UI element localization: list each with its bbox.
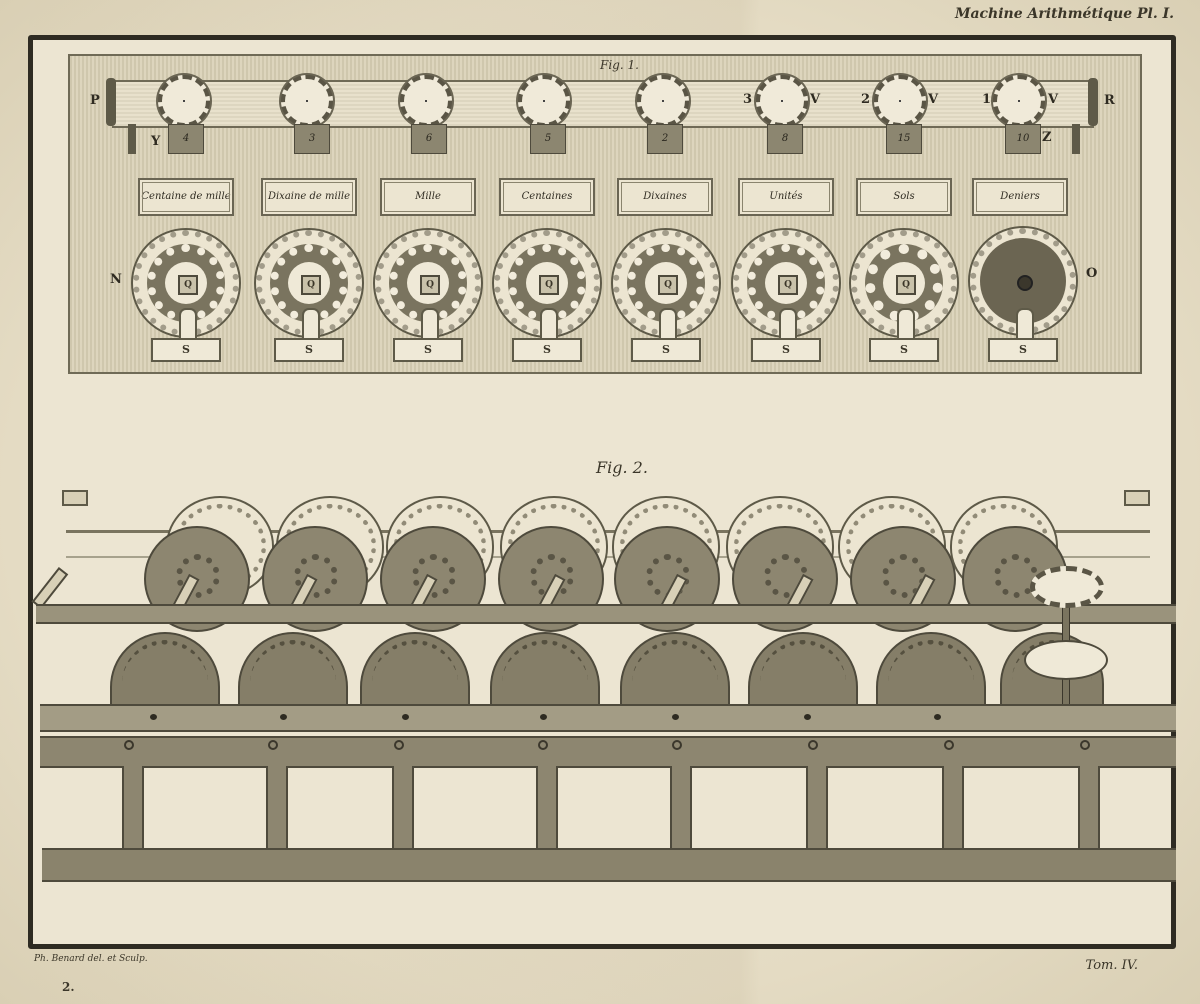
ring-fastener bbox=[944, 740, 954, 750]
bar-post-right bbox=[1072, 124, 1080, 154]
dial-stop-stand: S bbox=[751, 308, 821, 364]
support-leg bbox=[266, 766, 288, 850]
counter-drum-wheel bbox=[874, 75, 926, 127]
dial-stop-stand: S bbox=[151, 308, 221, 364]
counter-drum-wheel bbox=[518, 75, 570, 127]
rivet bbox=[540, 714, 547, 720]
rivet bbox=[150, 714, 157, 720]
counter-drum-wheel bbox=[756, 75, 808, 127]
fig1-label: Fig. 1. bbox=[600, 58, 639, 72]
dial-hub bbox=[1017, 275, 1033, 291]
letter-v: V bbox=[810, 92, 821, 107]
bar-end-cap-right bbox=[1088, 78, 1098, 126]
rod-bracket-right bbox=[1124, 490, 1150, 506]
dial-hub: Q bbox=[301, 275, 321, 295]
carry-mark: 3 bbox=[743, 92, 753, 107]
input-dial[interactable]: Q bbox=[611, 228, 721, 338]
result-window: 15 bbox=[886, 124, 922, 154]
counter-drum-wheel bbox=[158, 75, 210, 127]
rivet bbox=[280, 714, 287, 720]
denomination-plate: Sols bbox=[856, 178, 952, 216]
rivet bbox=[672, 714, 679, 720]
support-leg bbox=[1078, 766, 1100, 850]
dial-stop-stand: S bbox=[512, 308, 582, 364]
result-window: 5 bbox=[530, 124, 566, 154]
base-bottom-beam bbox=[42, 848, 1176, 882]
counter-drum-wheel bbox=[400, 75, 452, 127]
support-leg bbox=[536, 766, 558, 850]
counter-drum-wheel bbox=[281, 75, 333, 127]
plate-number: 2. bbox=[62, 980, 75, 994]
letter-z: Z bbox=[1042, 130, 1052, 145]
letter-o: O bbox=[1086, 266, 1098, 281]
ring-fastener bbox=[394, 740, 404, 750]
dial-hub: Q bbox=[420, 275, 440, 295]
denomination-plate: Centaines bbox=[499, 178, 595, 216]
denomination-plate: Deniers bbox=[972, 178, 1068, 216]
volume-label: Tom. IV. bbox=[1085, 958, 1138, 973]
denomination-plate: Dixaine de mille bbox=[261, 178, 357, 216]
guide-line bbox=[66, 556, 1150, 558]
dial-hub: Q bbox=[778, 275, 798, 295]
result-window: 4 bbox=[168, 124, 204, 154]
letter-v: V bbox=[1048, 92, 1059, 107]
bar-post-left bbox=[128, 124, 136, 154]
ring-fastener bbox=[124, 740, 134, 750]
denomination-plate: Unités bbox=[738, 178, 834, 216]
carry-mark: 2 bbox=[861, 92, 871, 107]
rivet bbox=[402, 714, 409, 720]
result-window: 6 bbox=[411, 124, 447, 154]
dial-hub: Q bbox=[178, 275, 198, 295]
rivet bbox=[804, 714, 811, 720]
base-top-beam bbox=[40, 704, 1176, 732]
denomination-plate: Centaine de mille bbox=[138, 178, 234, 216]
dial-stop-stand: S bbox=[869, 308, 939, 364]
support-leg bbox=[122, 766, 144, 850]
letter-r: R bbox=[1104, 93, 1115, 108]
result-window: 2 bbox=[647, 124, 683, 154]
base-rail bbox=[40, 736, 1176, 768]
counter-drum-wheel bbox=[637, 75, 689, 127]
ring-fastener bbox=[808, 740, 818, 750]
dial-stop-stand: S bbox=[393, 308, 463, 364]
ring-fastener bbox=[672, 740, 682, 750]
dial-stop-stand: S bbox=[631, 308, 701, 364]
rivet bbox=[934, 714, 941, 720]
input-dial-deniers[interactable] bbox=[968, 226, 1078, 336]
ring-fastener bbox=[1080, 740, 1090, 750]
letter-p: P bbox=[90, 93, 100, 108]
dial-hub: Q bbox=[658, 275, 678, 295]
dial-stop-stand: S bbox=[988, 308, 1058, 364]
support-leg bbox=[942, 766, 964, 850]
dial-hub: Q bbox=[539, 275, 559, 295]
bar-end-cap-left bbox=[106, 78, 116, 126]
result-window: 8 bbox=[767, 124, 803, 154]
result-window: 3 bbox=[294, 124, 330, 154]
input-dial[interactable]: Q bbox=[254, 228, 364, 338]
letter-v: V bbox=[928, 92, 939, 107]
flat-disc bbox=[1024, 640, 1108, 680]
ring-fastener bbox=[538, 740, 548, 750]
letter-n: N bbox=[110, 272, 122, 287]
plate-header-title: Machine Arithmétique Pl. I. bbox=[954, 6, 1174, 22]
dial-stop-stand: S bbox=[274, 308, 344, 364]
rod-bracket-left bbox=[62, 490, 88, 506]
dial-hub: Q bbox=[896, 275, 916, 295]
fig1-counter-bar bbox=[112, 80, 1094, 128]
upper-rod bbox=[66, 530, 1150, 533]
ring-fastener bbox=[268, 740, 278, 750]
support-leg bbox=[392, 766, 414, 850]
sprocket-wheel bbox=[1030, 566, 1104, 608]
support-leg bbox=[670, 766, 692, 850]
engraver-credit: Ph. Benard del. et Sculp. bbox=[34, 954, 148, 964]
upper-cross-beam bbox=[36, 604, 1176, 624]
fig2-label: Fig. 2. bbox=[596, 458, 648, 477]
denomination-plate: Dixaines bbox=[617, 178, 713, 216]
carry-mark: 1 bbox=[982, 92, 992, 107]
denomination-plate: Mille bbox=[380, 178, 476, 216]
counter-drum-wheel bbox=[993, 75, 1045, 127]
letter-y: Y bbox=[151, 134, 161, 149]
result-window: 10 bbox=[1005, 124, 1041, 154]
support-leg bbox=[806, 766, 828, 850]
